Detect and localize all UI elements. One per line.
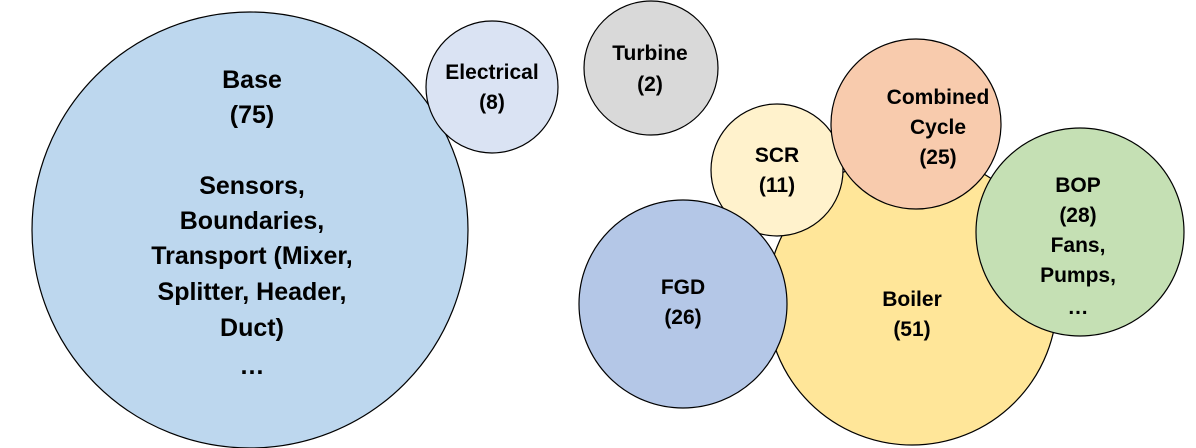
combined-cycle-count: (25) [919, 146, 956, 169]
bop-name: BOP [1055, 174, 1101, 197]
electrical-name: Electrical [445, 61, 538, 84]
fgd-count: (26) [664, 306, 701, 329]
bop-count: (28) [1059, 204, 1096, 227]
base-circle [31, 11, 469, 448]
bubble-fgd: FGD (26) [578, 199, 788, 409]
base-name: Base [222, 66, 282, 94]
bop-circle [975, 127, 1185, 337]
fgd-name: FGD [661, 276, 705, 299]
bop-detail-1: Fans, [1051, 234, 1106, 257]
turbine-count: (2) [637, 73, 663, 96]
scr-name: SCR [755, 144, 799, 167]
scr-circle [710, 103, 844, 237]
base-count: (75) [230, 101, 274, 129]
base-detail-6: … [240, 352, 265, 380]
combined-cycle-name-line2: Cycle [910, 116, 966, 139]
bubble-base: Base (75) Sensors, Boundaries, Transport… [31, 11, 469, 448]
base-detail-2: Boundaries, [180, 207, 324, 235]
bop-detail-2: Pumps, [1040, 264, 1116, 287]
electrical-count: (8) [479, 91, 505, 114]
bubble-scr: SCR (11) [710, 103, 844, 237]
bubble-turbine: Turbine (2) [583, 0, 719, 136]
bop-detail-3: … [1068, 296, 1089, 319]
bubble-bop: BOP (28) Fans, Pumps, … [975, 127, 1185, 337]
turbine-circle [583, 0, 719, 136]
boiler-name: Boiler [882, 288, 942, 311]
combined-cycle-circle [830, 38, 1002, 210]
turbine-name: Turbine [612, 42, 687, 65]
base-detail-1: Sensors, [199, 172, 305, 200]
base-detail-3: Transport (Mixer, [151, 242, 352, 270]
bubble-combined-cycle: Combined Cycle (25) [830, 38, 1002, 210]
boiler-count: (51) [893, 318, 930, 341]
fgd-circle [578, 199, 788, 409]
electrical-circle [425, 20, 559, 154]
base-detail-5: Duct) [220, 314, 284, 342]
bubble-electrical: Electrical (8) [425, 20, 559, 154]
base-detail-4: Splitter, Header, [158, 278, 347, 306]
combined-cycle-name-line1: Combined [887, 86, 990, 109]
scr-count: (11) [759, 174, 795, 197]
